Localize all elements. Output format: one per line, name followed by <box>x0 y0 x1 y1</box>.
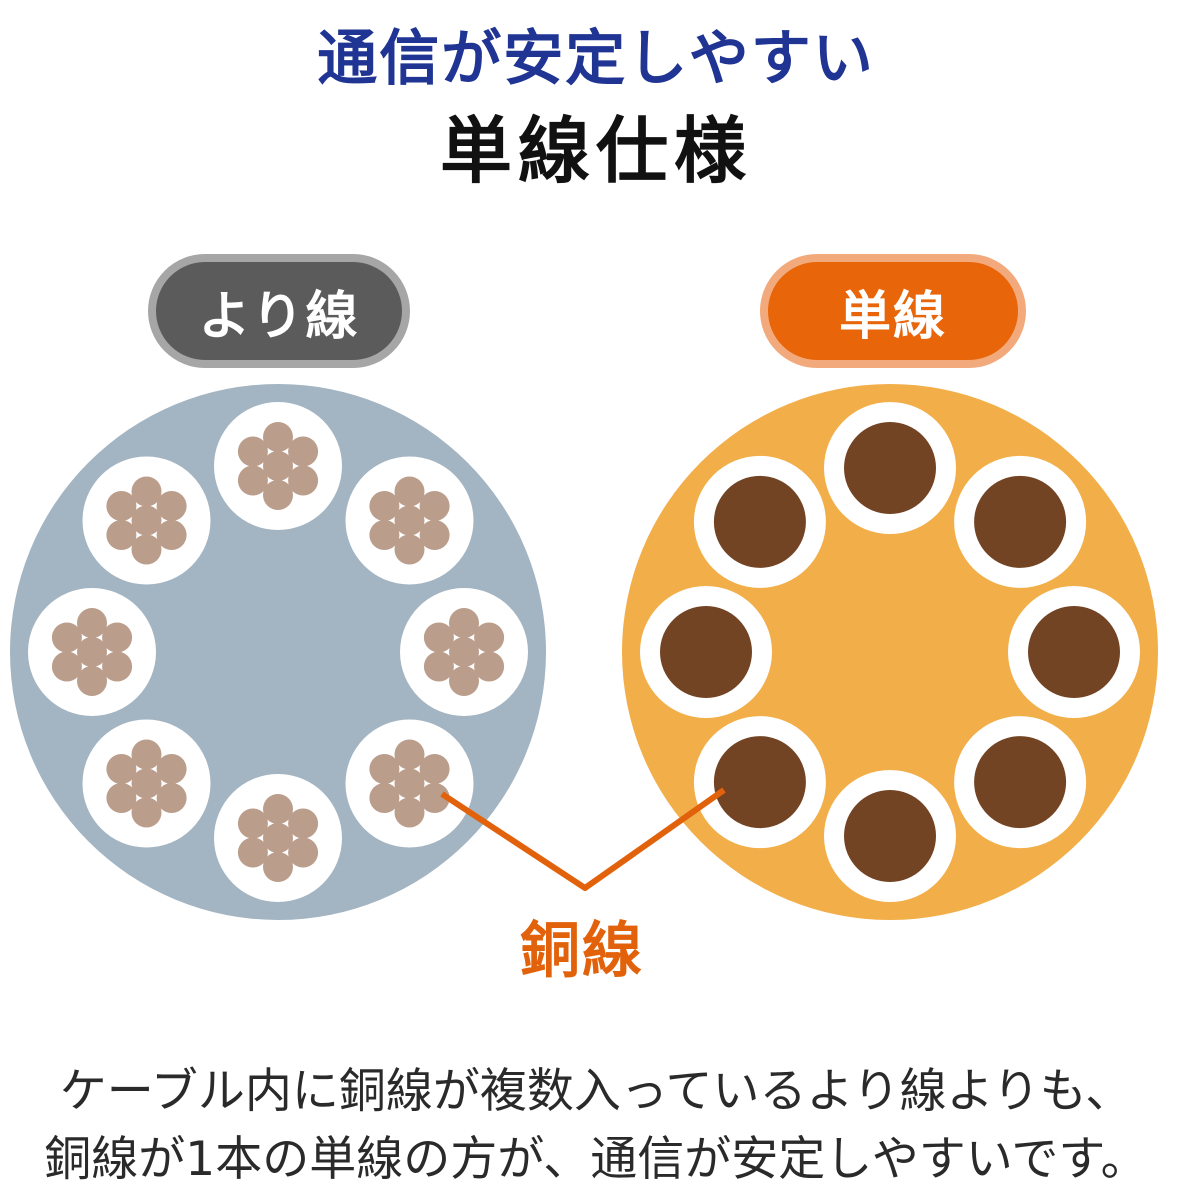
solid-copper-conductor <box>844 790 936 882</box>
stranded-copper-strand <box>106 754 137 784</box>
stranded-copper-strand <box>263 794 293 824</box>
solid-wire-group <box>640 402 1140 902</box>
stranded-copper-strand <box>419 783 450 813</box>
stranded-copper-strand <box>419 754 450 784</box>
stranded-copper-strand <box>237 465 268 496</box>
stranded-copper-strand <box>237 808 268 839</box>
stranded-copper-strand <box>369 783 400 813</box>
stranded-copper-strand <box>237 436 268 467</box>
page-title: 単線仕様 <box>439 109 752 193</box>
stranded-copper-strand <box>394 797 425 828</box>
stranded-copper-strand <box>394 768 425 799</box>
stranded-copper-strand <box>419 520 450 550</box>
stranded-copper-strand <box>394 534 425 565</box>
stranded-copper-strand <box>131 476 162 507</box>
stranded-copper-strand <box>102 651 133 682</box>
stranded-copper-strand <box>449 637 479 667</box>
stranded-copper-strand <box>263 823 293 853</box>
stranded-copper-strand <box>474 622 505 653</box>
stranded-copper-strand <box>237 837 268 868</box>
stranded-copper-strand <box>288 808 319 839</box>
stranded-copper-strand <box>51 651 82 682</box>
stranded-copper-strand <box>106 491 137 521</box>
stranded-copper-strand <box>394 476 425 507</box>
solid-copper-conductor <box>660 606 752 698</box>
stranded-copper-strand <box>449 666 479 696</box>
stranded-copper-strand <box>394 505 425 536</box>
stranded-copper-strand <box>263 480 293 510</box>
solid-copper-conductor <box>713 736 806 829</box>
stranded-copper-strand <box>263 422 293 452</box>
stranded-copper-strand <box>288 436 319 467</box>
stranded-copper-strand <box>106 783 137 813</box>
stranded-copper-strand <box>449 608 479 638</box>
stranded-copper-strand <box>77 637 107 667</box>
stranded-copper-strand <box>131 505 162 536</box>
stranded-copper-strand <box>423 651 454 682</box>
stranded-copper-strand <box>131 797 162 828</box>
stranded-wire-badge: より線 <box>148 254 410 368</box>
solid-copper-conductor <box>974 736 1067 829</box>
description-line-2: 銅線が1本の単線の方が、通信が安定しやすいです。 <box>44 1132 1148 1187</box>
solid-copper-conductor <box>844 422 936 514</box>
stranded-wire-group <box>28 402 528 902</box>
stranded-copper-strand <box>288 465 319 496</box>
stranded-copper-strand <box>263 451 293 481</box>
stranded-copper-strand <box>419 491 450 521</box>
stranded-copper-strand <box>77 608 107 638</box>
stranded-copper-strand <box>288 837 319 868</box>
stranded-copper-strand <box>106 520 137 550</box>
stranded-copper-strand <box>423 622 454 653</box>
headline: 通信が安定しやすい <box>317 24 875 94</box>
stranded-copper-strand <box>369 491 400 521</box>
stranded-copper-strand <box>369 520 400 550</box>
stranded-copper-strand <box>131 768 162 799</box>
solid-wire-badge: 単線 <box>760 254 1026 368</box>
solid-copper-conductor <box>713 475 806 568</box>
stranded-copper-strand <box>131 739 162 770</box>
stranded-copper-strand <box>369 754 400 784</box>
stranded-copper-strand <box>156 520 187 550</box>
solid-copper-conductor <box>974 475 1067 568</box>
stranded-copper-strand <box>51 622 82 653</box>
stranded-copper-strand <box>474 651 505 682</box>
stranded-copper-strand <box>77 666 107 696</box>
stranded-copper-strand <box>131 534 162 565</box>
stranded-copper-strand <box>394 739 425 770</box>
stranded-copper-strand <box>156 754 187 784</box>
stranded-copper-strand <box>263 852 293 882</box>
stranded-copper-strand <box>156 783 187 813</box>
stranded-copper-strand <box>156 491 187 521</box>
solid-copper-conductor <box>1028 606 1120 698</box>
copper-wire-label: 銅線 <box>520 916 644 986</box>
description-line-1: ケーブル内に銅線が複数入っているより線よりも、 <box>59 1064 1133 1119</box>
copper-pointer-line <box>440 787 726 891</box>
stranded-copper-strand <box>102 622 133 653</box>
